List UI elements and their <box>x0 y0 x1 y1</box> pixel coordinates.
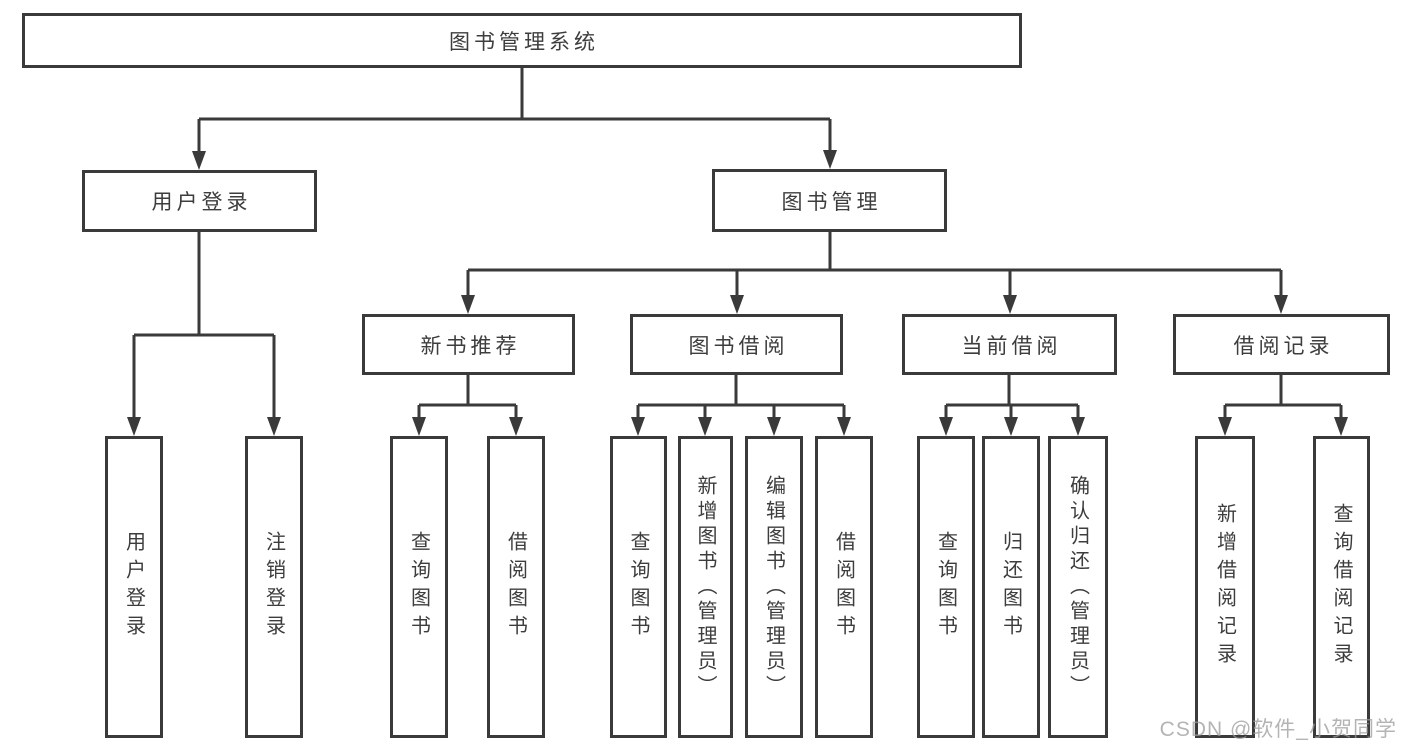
connector-borrow-record <box>1223 375 1343 421</box>
leaf-current-confirm-return-admin: 确认归还（管理员） <box>1048 436 1108 738</box>
leaf-current-query-book-label: 查询图书 <box>934 531 957 643</box>
node-user-login-label: 用户登录 <box>151 191 252 214</box>
node-borrow-record-label: 借阅记录 <box>1233 334 1334 358</box>
leaf-current-query-book: 查询图书 <box>917 436 975 738</box>
leaf-current-confirm-return-admin-label: 确认归还（管理员） <box>1066 474 1089 700</box>
leaf-borrow-borrow-book: 借阅图书 <box>815 436 873 738</box>
node-root-label: 图书管理系统 <box>449 30 599 54</box>
csdn-watermark: CSDN @软件_小贺同学 <box>1159 718 1397 741</box>
leaf-record-query-record-label: 查询借阅记录 <box>1330 503 1352 671</box>
leaf-borrow-query-book: 查询图书 <box>610 436 667 738</box>
leaf-recommend-borrow-book-label: 借阅图书 <box>504 531 527 643</box>
leaf-borrow-query-book-label: 查询图书 <box>627 531 649 643</box>
connector-book-borrow <box>636 375 846 421</box>
node-new-book-recommend-label: 新书推荐 <box>420 334 521 358</box>
leaf-record-add-record-label: 新增借阅记录 <box>1213 503 1236 671</box>
node-borrow-record: 借阅记录 <box>1173 314 1390 375</box>
node-new-book-recommend: 新书推荐 <box>362 314 575 375</box>
node-user-login: 用户登录 <box>82 170 317 232</box>
leaf-logout-label: 注销登录 <box>262 531 285 643</box>
leaf-borrow-add-book-admin: 新增图书（管理员） <box>678 436 733 738</box>
connector-root <box>197 68 832 153</box>
node-current-borrow: 当前借阅 <box>902 314 1117 375</box>
connector-book-mgmt <box>466 232 1283 298</box>
connector-new-book <box>417 375 518 421</box>
leaf-user-login: 用户登录 <box>105 436 163 738</box>
node-root: 图书管理系统 <box>22 13 1022 68</box>
node-book-management: 图书管理 <box>712 169 947 232</box>
leaf-recommend-borrow-book: 借阅图书 <box>487 436 545 738</box>
leaf-recommend-query-book-label: 查询图书 <box>407 531 430 643</box>
leaf-user-login-label: 用户登录 <box>122 531 145 643</box>
leaf-borrow-edit-book-admin: 编辑图书（管理员） <box>745 436 803 738</box>
leaf-current-return-book-label: 归还图书 <box>999 531 1022 643</box>
connector-user-login <box>132 232 276 420</box>
leaf-record-query-record: 查询借阅记录 <box>1313 436 1370 738</box>
leaf-borrow-borrow-book-label: 借阅图书 <box>832 531 855 643</box>
leaf-record-add-record: 新增借阅记录 <box>1195 436 1255 738</box>
node-book-borrow-label: 图书借阅 <box>688 334 789 358</box>
connector-current-borrow <box>944 375 1080 421</box>
leaf-recommend-query-book: 查询图书 <box>390 436 448 738</box>
leaf-current-return-book: 归还图书 <box>982 436 1040 738</box>
leaf-borrow-add-book-admin-label: 新增图书（管理员） <box>694 474 716 700</box>
node-book-management-label: 图书管理 <box>781 190 882 214</box>
leaf-borrow-edit-book-admin-label: 编辑图书（管理员） <box>762 474 785 700</box>
node-current-borrow-label: 当前借阅 <box>961 334 1062 358</box>
node-book-borrow: 图书借阅 <box>630 314 843 375</box>
leaf-logout: 注销登录 <box>245 436 303 738</box>
